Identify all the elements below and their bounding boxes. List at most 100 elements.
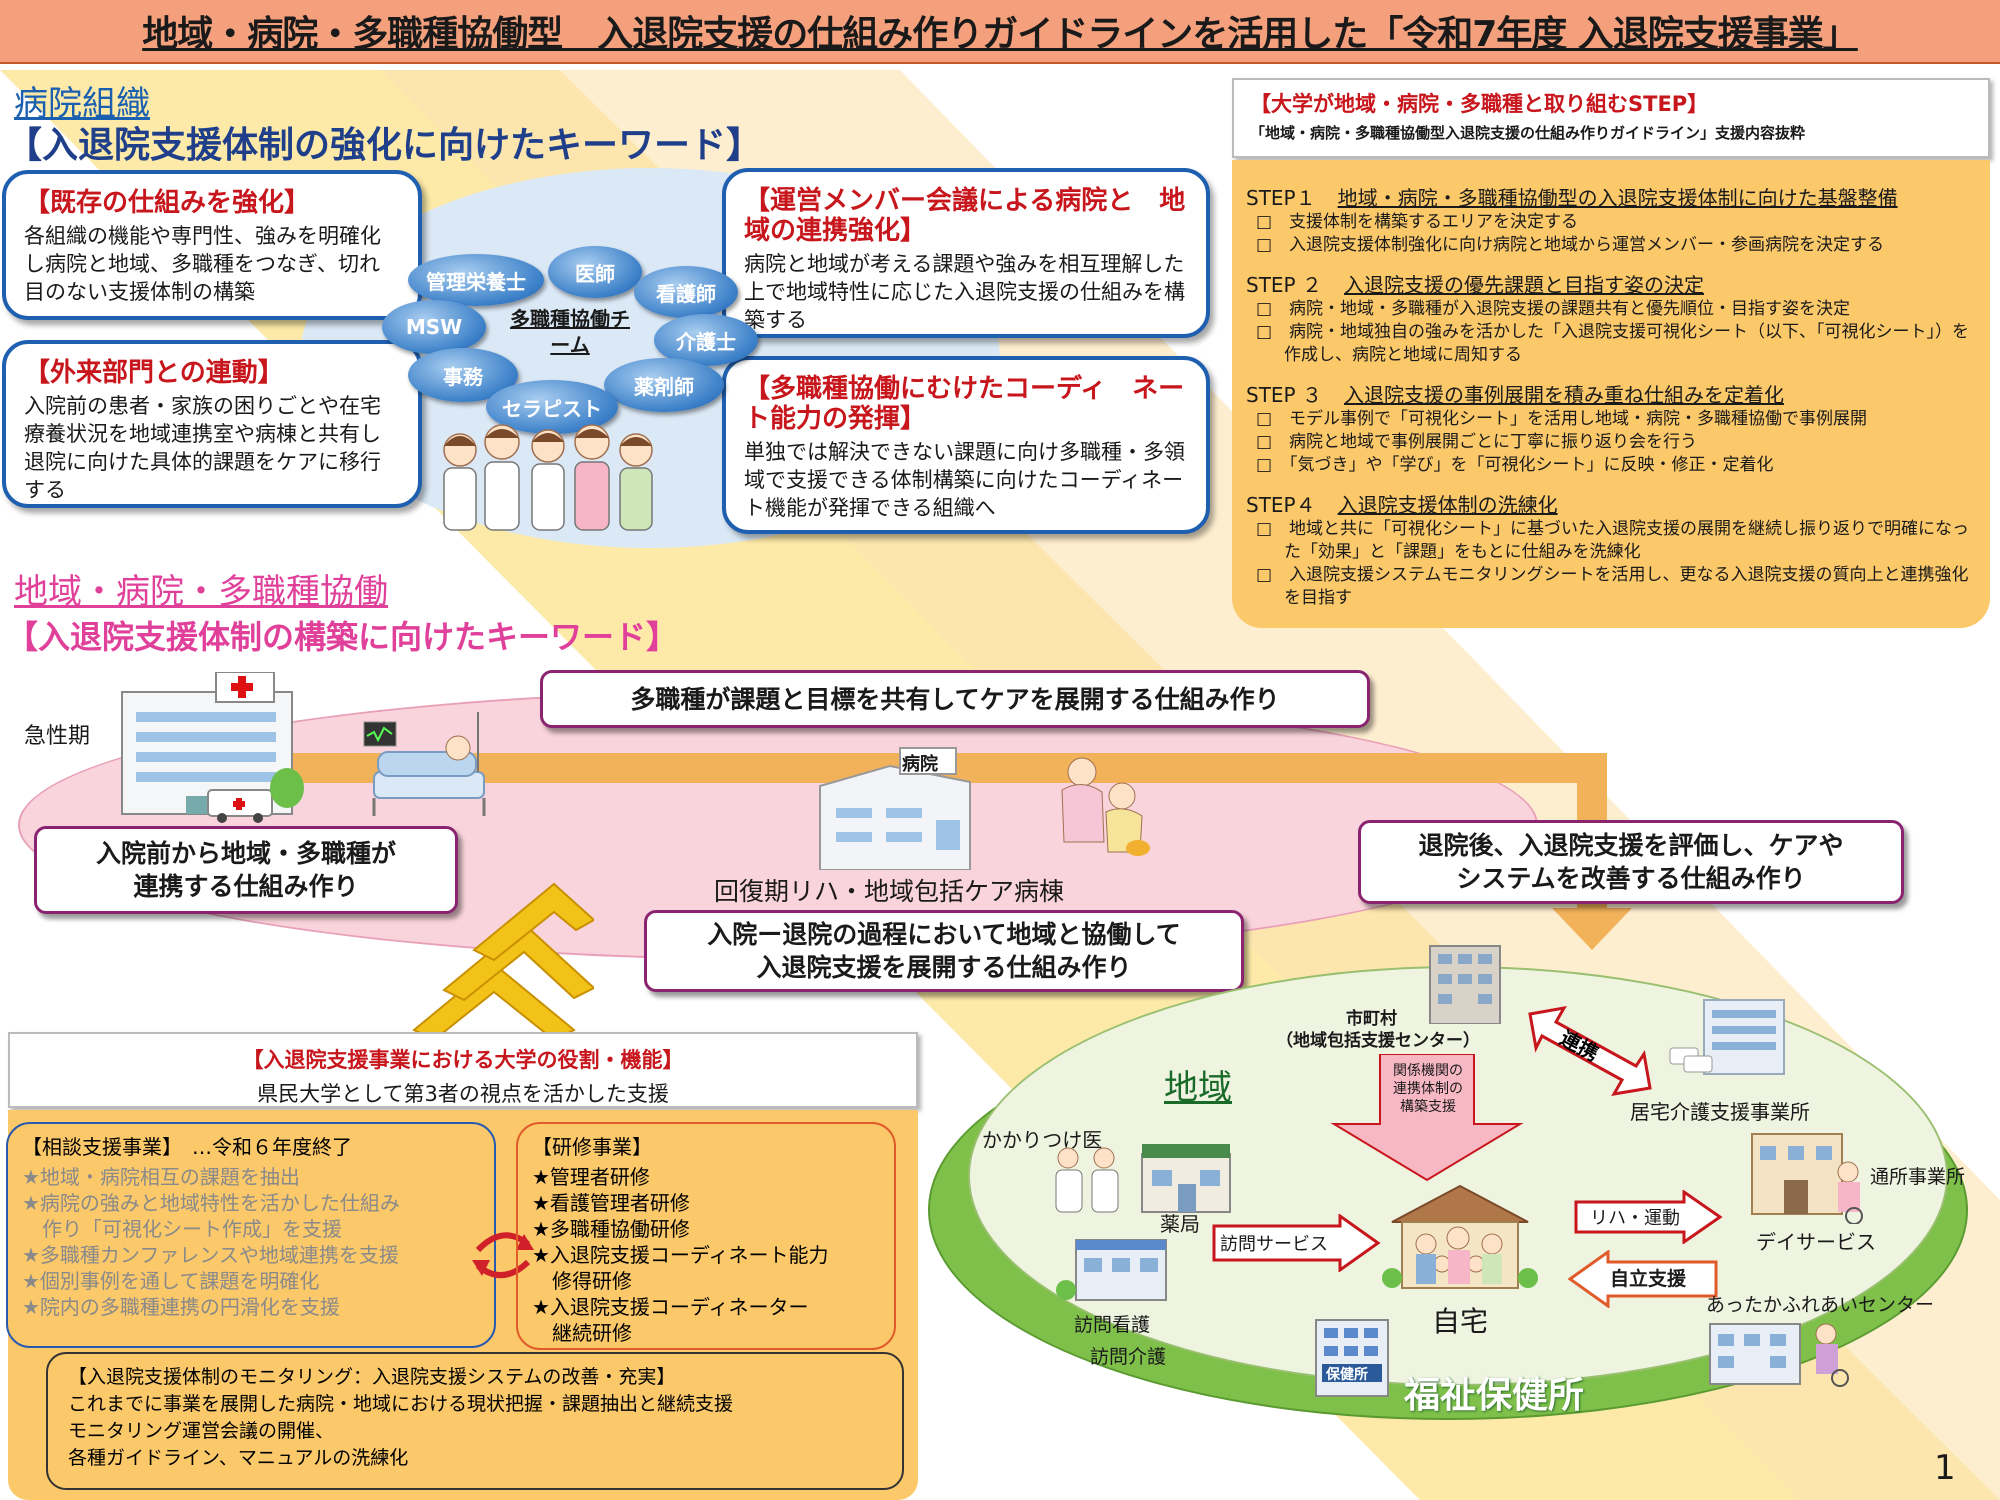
box-before-admission: 入院前から地域・多職種が 連携する仕組み作り <box>34 826 458 914</box>
monitoring-box: 【入退院支援体制のモニタリング：入退院支援システムの改善・充実】 これまでに事業… <box>46 1352 904 1490</box>
step-4-point: □ 入退院支援システムモニタリングシートを活用し、更なる入退院支援の質向上と連携… <box>1256 565 1969 608</box>
monitoring-title: 【入退院支援体制のモニタリング：入退院支援システムの改善・充実】 <box>68 1366 676 1388</box>
consult-item: ★地域・病院相互の課題を抽出 <box>22 1165 300 1189</box>
community-section-title: 地域・病院・多職種協働 <box>14 572 388 612</box>
independence-label: 自立支援 <box>1610 1268 1687 1290</box>
steps-panel: 【大学が地域・病院・多職種と取り組むSTEP】 「地域・病院・多職種協働型入退院… <box>1232 78 1990 628</box>
support-arrow <box>1330 1054 1524 1182</box>
city-label: 市町村 <box>1346 1009 1397 1029</box>
monitoring-item: 各種ガイドライン、マニュアルの洗練化 <box>68 1447 409 1469</box>
visit-service-label: 訪問サービス <box>1220 1234 1328 1255</box>
ambulance-icon <box>207 789 273 823</box>
role-title: 【入退院支援事業における大学の役割・機能】 <box>242 1048 684 1072</box>
step-4-point: □ 地域と共に「可視化シート」に基づいた入退院支援の展開を継続し振り返りで明確に… <box>1256 519 1970 562</box>
step-1-title: 地域・病院・多職種協働型の入退院支援体制に向けた基盤整備 <box>1337 186 1898 210</box>
center-label: （地域包括支援センター） <box>1276 1031 1480 1051</box>
steps-title: 【大学が地域・病院・多職種と取り組むSTEP】 <box>1250 92 1709 116</box>
steps-header: 【大学が地域・病院・多職種と取り組むSTEP】 「地域・病院・多職種協働型入退院… <box>1232 78 1990 158</box>
rehab-exercise-label: リハ・運動 <box>1590 1208 1680 1229</box>
training-item: ★管理者研修 <box>532 1165 650 1189</box>
training-item: ★入退院支援コーディネーター <box>532 1295 809 1319</box>
box-management-text: 病院と地域が考える課題や強みを相互理解した上で地域特性に応じた入退院支援の仕組み… <box>744 252 1185 332</box>
consult-item: ★病院の強みと地域特性を活かした仕組み <box>22 1191 400 1215</box>
consult-item: ★院内の多職種連携の円滑化を支援 <box>22 1295 340 1319</box>
consult-title-text: 【相談支援事業】 …令和６年度終了 <box>22 1135 352 1159</box>
rehab-exercise-arrow <box>1574 1190 1723 1244</box>
box-management: 【運営メンバー会議による病院と 地域の連携強化】 病院と地域が考える課題や強みを… <box>722 168 1210 338</box>
visit-service-arrow <box>1212 1214 1381 1272</box>
care-office-icon <box>1669 999 1785 1075</box>
day-office-label: 通所事業所 <box>1870 1166 1966 1188</box>
consult-title: 【相談支援事業】 …令和６年度終了 <box>22 1134 480 1160</box>
rehab-people-icon <box>1061 757 1150 856</box>
care-office-label: 居宅介護支援事業所 <box>1630 1100 1810 1124</box>
step-1-point: □ 入退院支援体制強化に向け病院と地域から運営メンバー・参画病院を決定する <box>1256 235 1885 255</box>
health-office-icon <box>1315 1319 1389 1397</box>
cycle-arrows-icon <box>472 1232 534 1278</box>
monitoring-item: モニタリング運営会議の開催、 <box>68 1420 335 1442</box>
step-4-no: STEP４ <box>1246 493 1316 517</box>
home-label: 自宅 <box>1432 1305 1489 1338</box>
rehab-hospital-icon <box>819 747 971 870</box>
page-title: 地域・病院・多職種協働型 入退院支援の仕組み作りガイドラインを活用した「令和7年… <box>142 14 1859 55</box>
box-coordinate-text: 単独では解決できない課題に向け多職種・多領域で支援できる体制構築に向けたコーディ… <box>744 440 1185 520</box>
team-label: 多職種協働チーム <box>510 307 630 357</box>
home-family-icon <box>1382 1184 1538 1289</box>
step-1-no: STEP１ <box>1246 186 1316 210</box>
step-1-point: □ 支援体制を構築するエリアを決定する <box>1256 212 1579 232</box>
consult-item: ★個別事例を通して課題を明確化 <box>22 1269 320 1293</box>
page-header: 地域・病院・多職種協働型 入退院支援の仕組み作りガイドラインを活用した「令和7年… <box>0 0 2000 64</box>
oval-nurse: 看護師 <box>634 266 738 318</box>
monitoring-item: これまでに事業を展開した病院・地域における現状把握・課題抽出と継続支援 <box>68 1393 734 1415</box>
box-admission-discharge: 入院ー退院の過程において地域と協働して 入退院支援を展開する仕組み作り <box>644 910 1244 992</box>
box-coordinate: 【多職種協働にむけたコーディ ネート能力の発揮】 単独では解決できない課題に向け… <box>722 356 1210 534</box>
training-item: 修得研修 <box>532 1269 632 1293</box>
consult-item: ★多職種カンファレンスや地域連携を支援 <box>22 1243 399 1267</box>
fureai-label: あったかふれあいセンター <box>1706 1294 1935 1316</box>
steps-body: STEP１ 地域・病院・多職種協働型の入退院支援体制に向けた基盤整備 □ 支援体制… <box>1232 160 1990 628</box>
region-label: 地域 <box>1164 1068 1232 1108</box>
hospital-keyword: 【入退院支援体制の強化に向けたキーワード】 <box>6 125 763 166</box>
oval-dietitian: 管理栄養士 <box>408 254 544 306</box>
box-strengthen-title: 【既存の仕組みを強化】 <box>24 188 311 218</box>
collab-arrow <box>1528 1005 1652 1096</box>
steps-subtitle: 「地域・病院・多職種協働型入退院支援の仕組み作りガイドライン」支援内容抜粋 <box>1250 124 1806 142</box>
oval-msw: MSW <box>382 300 486 354</box>
day-service-icon <box>1751 1133 1863 1224</box>
box-shared-goals: 多職種が課題と目標を共有してケアを展開する仕組み作り <box>540 670 1370 728</box>
pharmacy-label: 薬局 <box>1160 1212 1200 1236</box>
visit-care-label: 訪問介護 <box>1090 1346 1167 1368</box>
hospital-section-title: 病院組織 <box>14 84 150 124</box>
page-number: 1 <box>1934 1448 1956 1488</box>
training-box: 【研修事業】 ★管理者研修 ★看護管理者研修 ★多職種協働研修 ★入退院支援コー… <box>516 1122 896 1350</box>
training-title: 【研修事業】 <box>532 1135 652 1159</box>
community-keyword: 【入退院支援体制の構築に向けたキーワード】 <box>6 618 679 656</box>
box-after-discharge: 退院後、入退院支援を評価し、ケアや システムを改善する仕組み作り <box>1358 820 1904 904</box>
training-item: ★多職種協働研修 <box>532 1217 690 1241</box>
visit-nurse-label: 訪問看護 <box>1074 1314 1151 1336</box>
step-2-point: □ 病院・地域独自の強みを活かした「入退院支援可視化シート（以下、「可視化シート… <box>1256 322 1970 365</box>
tree-icon <box>270 768 304 808</box>
step-3-point: □ 「気づき」や「学び」を「可視化シート」に反映・修正・定着化 <box>1256 455 1774 475</box>
clinic-icon <box>1055 1147 1119 1213</box>
independence-arrow <box>1568 1250 1718 1308</box>
training-item: ★入退院支援コーディネート能力 <box>532 1243 829 1267</box>
consult-box: 【相談支援事業】 …令和６年度終了 ★地域・病院相互の課題を抽出 ★病院の強みと… <box>6 1122 496 1348</box>
consult-item: 作り「可視化シート作成」を支援 <box>22 1217 342 1241</box>
hospital-bed-icon <box>363 712 486 816</box>
box-outpatient-text: 入院前の患者・家族の困りごとや在宅療養状況を地域連携室や病棟と共有し退院に向けた… <box>24 394 381 502</box>
box-strengthen: 【既存の仕組みを強化】 各組織の機能や専門性、強みを明確化し病院と地域、多職種を… <box>2 170 422 320</box>
role-header: 【入退院支援事業における大学の役割・機能】 県民大学として第3者の視点を活かした… <box>8 1032 918 1108</box>
step-1-heading: STEP１ 地域・病院・多職種協働型の入退院支援体制に向けた基盤整備 <box>1246 182 1978 211</box>
box-coordinate-title: 【多職種協働にむけたコーディ ネート能力の発揮】 <box>744 374 1185 434</box>
step-3-title: 入退院支援の事例展開を積み重ね仕組みを定着化 <box>1343 383 1784 407</box>
staff-illustration <box>443 424 653 531</box>
university-role-panel: 【入退院支援事業における大学の役割・機能】 県民大学として第3者の視点を活かした… <box>8 1032 918 1500</box>
step-2-point: □ 病院・地域・多職種が入退院支援の課題共有と優先順位・目指す姿を決定 <box>1256 299 1851 319</box>
step-3-no: STEP ３ <box>1246 383 1322 407</box>
oval-doctor: 医師 <box>548 246 642 298</box>
step-2-title: 入退院支援の優先課題と目指す姿の決定 <box>1343 273 1704 297</box>
pharmacy-icon <box>1141 1144 1231 1213</box>
day-service-label: デイサービス <box>1756 1230 1876 1254</box>
